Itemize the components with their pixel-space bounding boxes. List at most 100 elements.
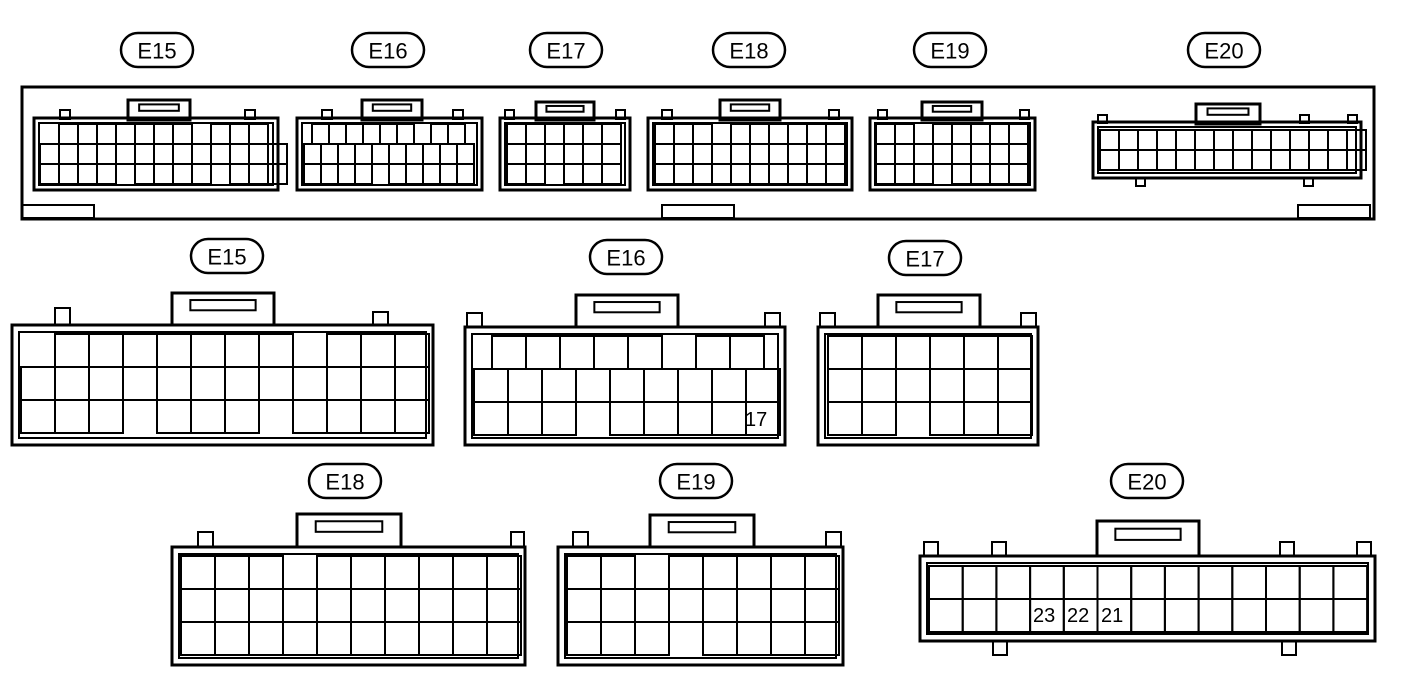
label-text: E15 (207, 245, 246, 270)
pin-cavity (396, 123, 415, 145)
pin-cavity (210, 123, 231, 145)
guide-post (572, 531, 589, 548)
pin-number: 23 (1033, 605, 1055, 627)
pin-cavity (229, 163, 250, 185)
pin-cavity (875, 163, 896, 185)
pin-cavity (282, 621, 318, 656)
latch (126, 98, 192, 122)
pin-cavity (1308, 149, 1329, 171)
pin-cavity (326, 333, 362, 368)
pin-cavity (473, 401, 509, 436)
guide-post (54, 307, 71, 326)
label-bubble (711, 31, 787, 69)
pin-cavity (388, 143, 407, 165)
pin-cavity (58, 143, 79, 165)
pin-cavity (384, 555, 420, 590)
pin-cavity (180, 588, 216, 623)
pin-cavity (452, 588, 488, 623)
pin-cavity (963, 368, 999, 403)
pin-cavity (96, 163, 117, 185)
pin-cavity (39, 163, 60, 185)
pin-cavity (1163, 598, 1200, 633)
pin-cavity (422, 143, 441, 165)
pin-cavity (736, 621, 772, 656)
pin-cavity (970, 143, 991, 165)
pin-cavity (229, 143, 250, 165)
pin-cavity (191, 143, 212, 165)
pin-cavity (384, 621, 420, 656)
latch (360, 98, 424, 122)
pin-cavity (825, 163, 846, 185)
pin-cavity (609, 368, 645, 403)
connector-housing (32, 116, 280, 192)
label-bubble (658, 462, 734, 500)
connector-label-e17-top: E17 (528, 31, 604, 69)
pin-cavity (559, 335, 595, 370)
pin-cavity (405, 143, 424, 165)
pin-cavity (929, 335, 965, 370)
label-bubble (1109, 462, 1185, 500)
label-text: E15 (137, 39, 176, 64)
pin-number: 21 (1101, 605, 1123, 627)
pin-cavity (360, 366, 396, 401)
pin-cavity (1332, 565, 1369, 600)
pin-cavity (486, 555, 522, 590)
pin-cavity (668, 555, 704, 590)
pin-cavity (768, 123, 789, 145)
pin-cavity (456, 163, 475, 185)
pin-cavity (995, 565, 1032, 600)
pin-cavity (730, 163, 751, 185)
pin-cavity (673, 143, 694, 165)
pin-cavity (951, 123, 972, 145)
connector-label-e16-detail: E16 (588, 238, 664, 276)
pin-cavity (1213, 149, 1234, 171)
pin-cavity (970, 163, 991, 185)
pin-cavity (96, 123, 117, 145)
pin-cavity (600, 588, 636, 623)
latch (648, 513, 756, 549)
label-text: E16 (368, 39, 407, 64)
guide-post (1356, 541, 1372, 557)
label-text: E20 (1127, 470, 1166, 495)
pin-cavity (541, 368, 577, 403)
pin-cavity (1099, 149, 1120, 171)
pin-cavity (582, 123, 603, 145)
pin-cavity (729, 335, 765, 370)
pin-cavity (190, 399, 226, 434)
pin-cavity (861, 368, 897, 403)
connector-inner-frame (178, 553, 519, 659)
pin-cavity (418, 621, 454, 656)
pin-cavity (316, 621, 352, 656)
pin-cavity (506, 123, 527, 145)
pin-cavity (951, 163, 972, 185)
pin-cavity (673, 163, 694, 185)
guide-post (1281, 640, 1297, 656)
mount-tab (661, 204, 735, 219)
pin-cavity (961, 565, 998, 600)
guide-post (764, 312, 781, 328)
pin-cavity (172, 123, 193, 145)
connector-e19-top (868, 100, 1037, 192)
latch (534, 100, 596, 122)
guide-post (992, 640, 1008, 656)
pin-cavity (1194, 149, 1215, 171)
pin-cavity (1008, 163, 1029, 185)
pin-cavity (895, 368, 931, 403)
pin-cavity (122, 366, 158, 401)
pin-cavity (20, 366, 56, 401)
pin-cavity (1197, 565, 1234, 600)
connector-e20-top (1091, 102, 1367, 187)
pin-cavity (1130, 598, 1166, 633)
pin-cavity (456, 143, 475, 165)
latch-slot (729, 103, 771, 112)
pin-cavity (827, 401, 863, 436)
connector-label-e19-top: E19 (912, 31, 988, 69)
pin-number: 22 (1067, 605, 1089, 627)
pin-cavity (995, 598, 1032, 633)
pin-cavity (430, 123, 449, 145)
pin-cavity (825, 123, 846, 145)
latch-slot (1206, 107, 1250, 116)
pin-cavity (593, 335, 629, 370)
pin-cavity (634, 621, 670, 656)
pin-cavity (804, 588, 840, 623)
